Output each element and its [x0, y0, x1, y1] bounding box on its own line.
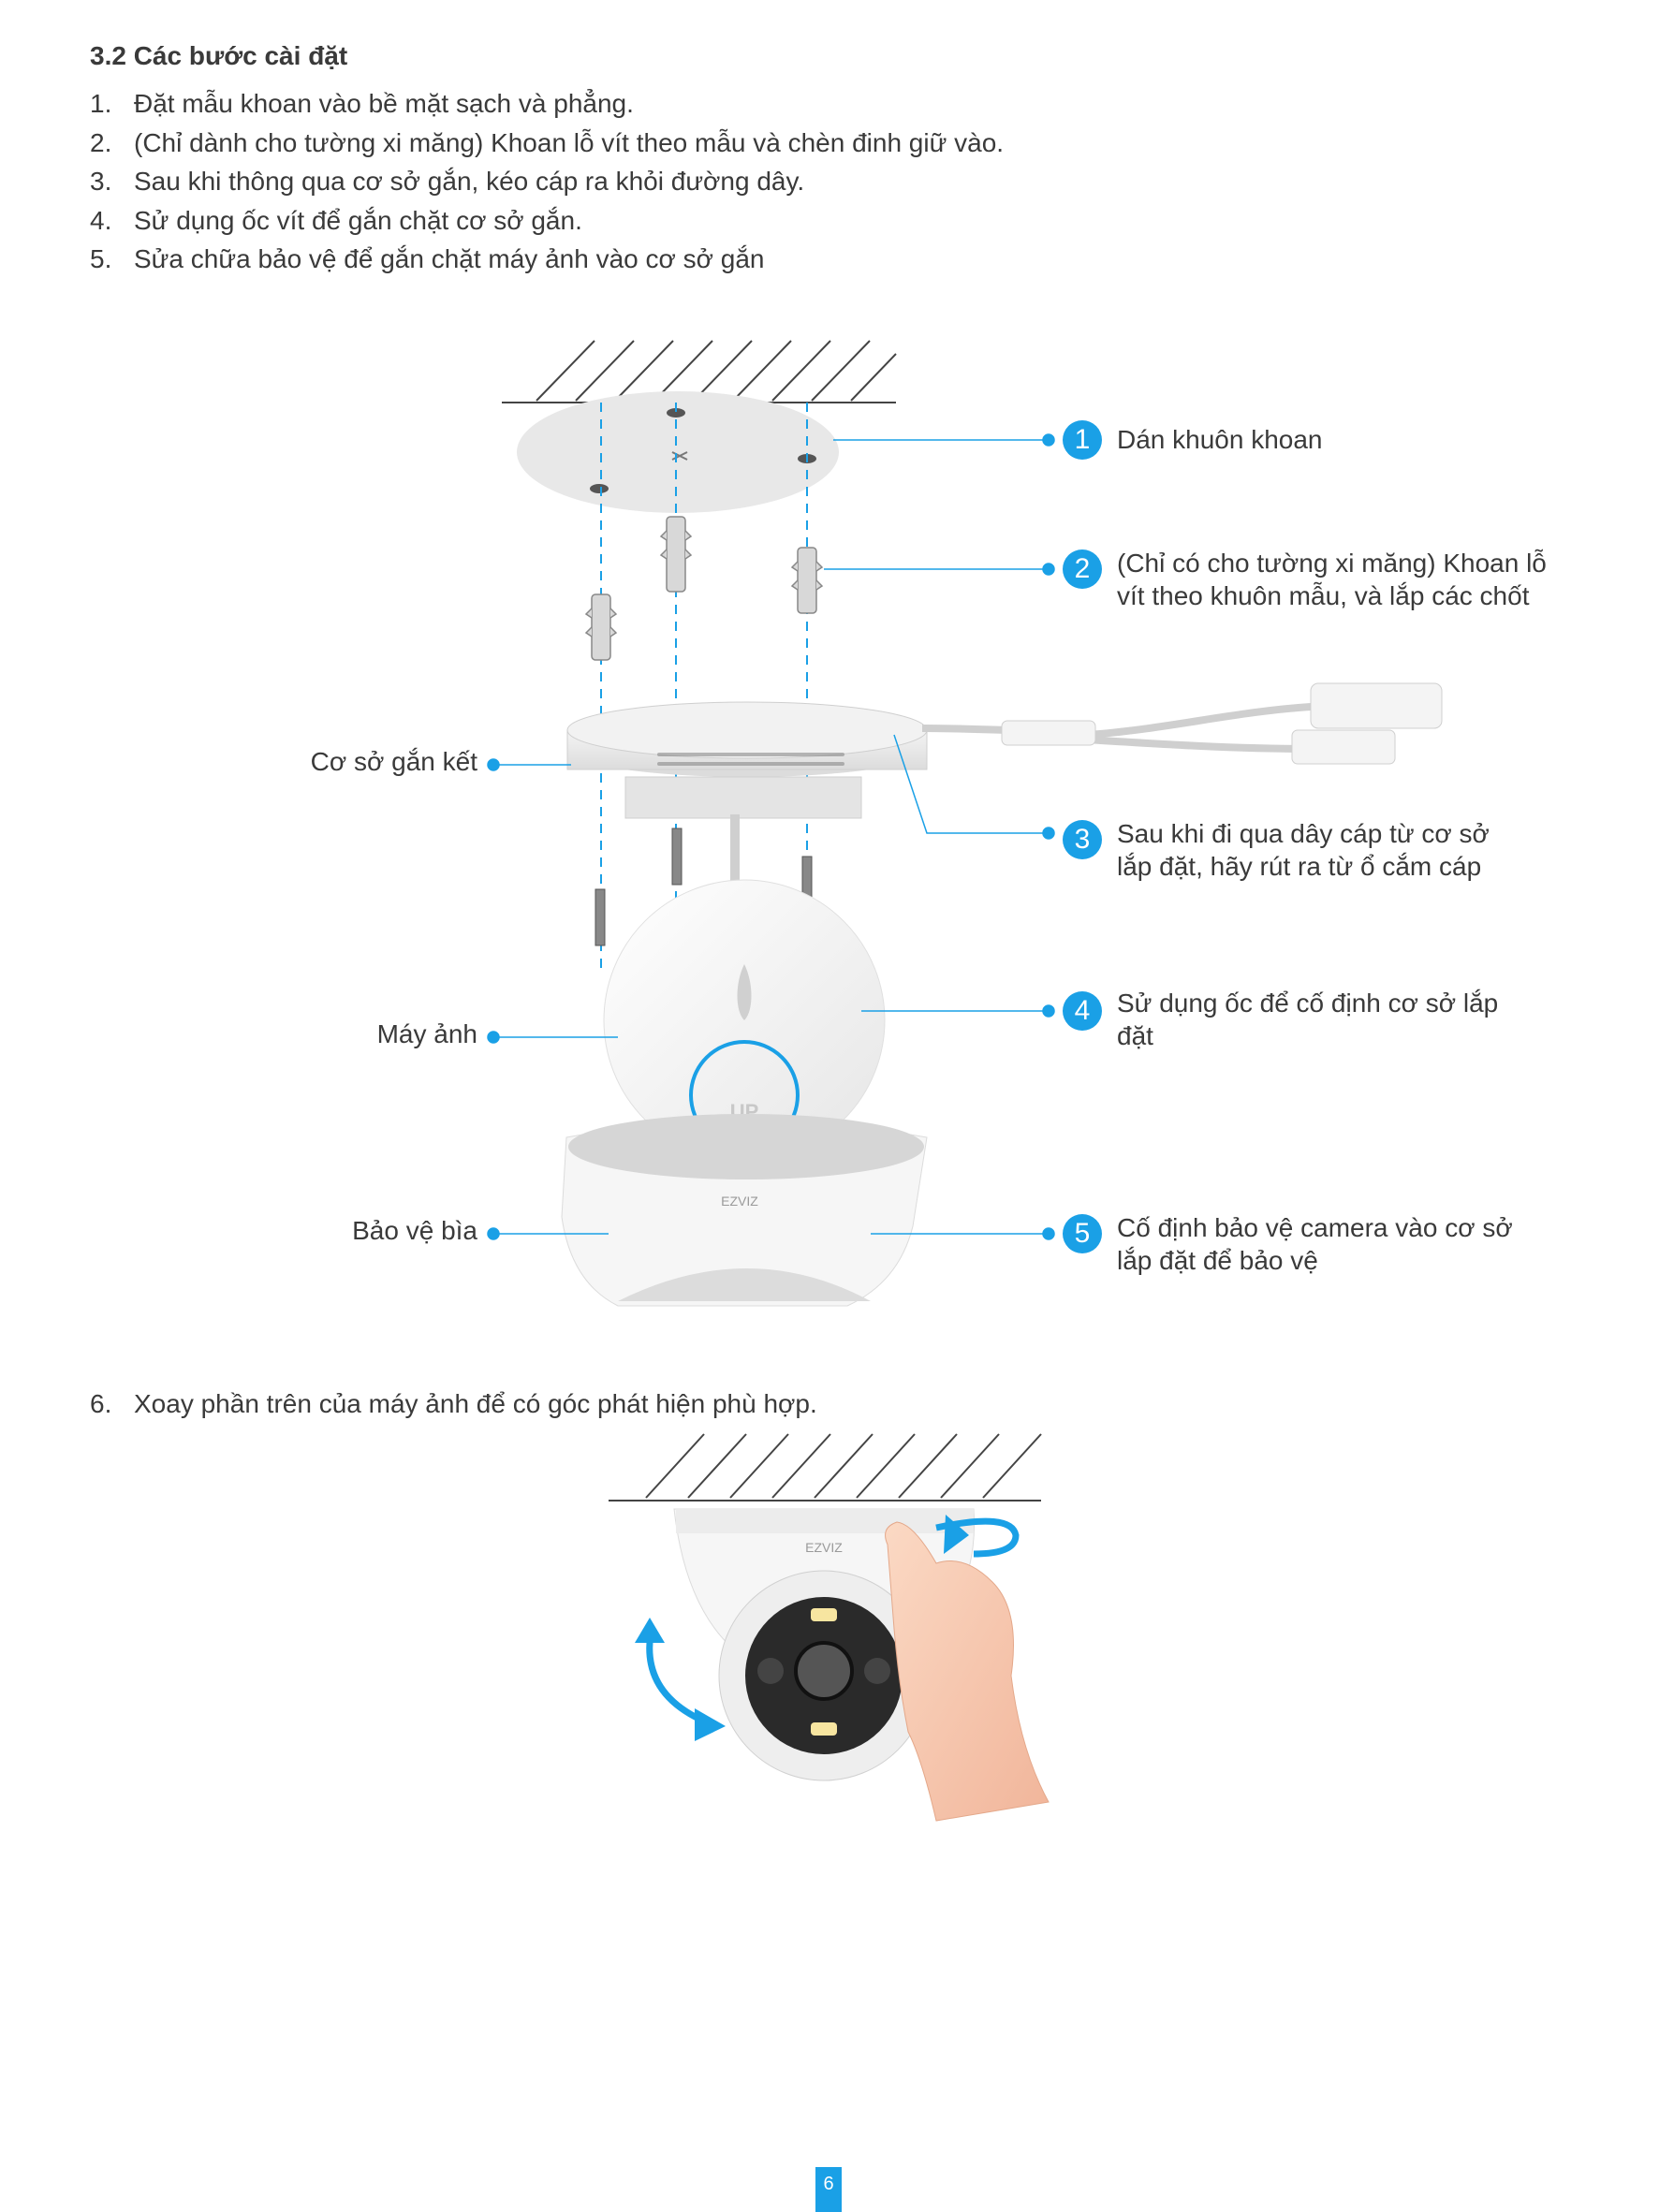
anchor — [790, 547, 824, 614]
camera-ball: UP — [603, 814, 886, 1162]
step-item: 3.Sau khi thông qua cơ sở gắn, kéo cáp r… — [90, 167, 805, 196]
step-item: 5.Sửa chữa bảo vệ để gắn chặt máy ảnh và… — [90, 244, 765, 273]
protective-cover: EZVIZ — [561, 1114, 928, 1307]
callout-text-5: Cố định bảo vệ camera vào cơ sở lắp đặt … — [1117, 1213, 1513, 1275]
label-mount-base: Cơ sở gắn kết — [310, 747, 477, 776]
arrowheads — [635, 1515, 969, 1741]
step-item: 4.Sử dụng ốc vít để gắn chặt cơ sở gắn. — [90, 205, 582, 235]
network-plug — [1310, 682, 1443, 729]
step-item: 2.(Chỉ dành cho tường xi măng) Khoan lỗ … — [90, 127, 1005, 157]
screw — [595, 888, 606, 946]
anchor — [584, 593, 618, 661]
screw — [671, 828, 683, 886]
label-cover: Bảo vệ bìa — [352, 1216, 477, 1245]
page-number: 6 — [815, 2167, 842, 2212]
callout-badge-5: 5 — [1063, 1214, 1102, 1253]
anchor — [659, 516, 693, 593]
cable-connector — [1001, 720, 1096, 746]
callout-badge-3: 3 — [1063, 820, 1102, 859]
wall-anchors — [584, 516, 824, 661]
section-title: 3.2 Các bước cài đặt — [90, 41, 348, 70]
step-item-6: 6.Xoay phần trên của máy ảnh để có góc p… — [90, 1389, 817, 1418]
callout-badge-2: 2 — [1063, 549, 1102, 589]
brand-logo-2: EZVIZ — [805, 1540, 843, 1555]
power-plug — [1291, 729, 1396, 765]
screws — [595, 828, 813, 946]
callout-text-4: Sử dụng ốc để cố định cơ sở lắp đặt — [1117, 989, 1499, 1050]
hand-image — [885, 1521, 1050, 1822]
brand-logo: EZVIZ — [721, 1194, 758, 1209]
mount-base — [566, 701, 928, 819]
cable — [921, 703, 1312, 753]
left-leaders — [487, 758, 618, 1240]
label-camera: Máy ảnh — [376, 1019, 477, 1048]
callout-text-2: (Chỉ có cho tường xi măng) Khoan lỗ vít … — [1117, 549, 1547, 610]
drill-template — [517, 391, 839, 513]
ceiling-2 — [609, 1433, 1042, 1502]
callout-badge-1: 1 — [1063, 420, 1102, 460]
callout-text-3: Sau khi đi qua dây cáp từ cơ sở lắp đặt,… — [1117, 819, 1490, 881]
callout-badge-4: 4 — [1063, 991, 1102, 1031]
rotate-arrow-icon — [646, 1517, 1020, 1726]
steps-list: 1.Đặt mẫu khoan vào bề mặt sạch và phẳng… — [90, 84, 1004, 279]
callout-text-1: Dán khuôn khoan — [1117, 425, 1323, 454]
step-item: 1.Đặt mẫu khoan vào bề mặt sạch và phẳng… — [90, 89, 634, 118]
right-leaders — [824, 433, 1055, 1240]
